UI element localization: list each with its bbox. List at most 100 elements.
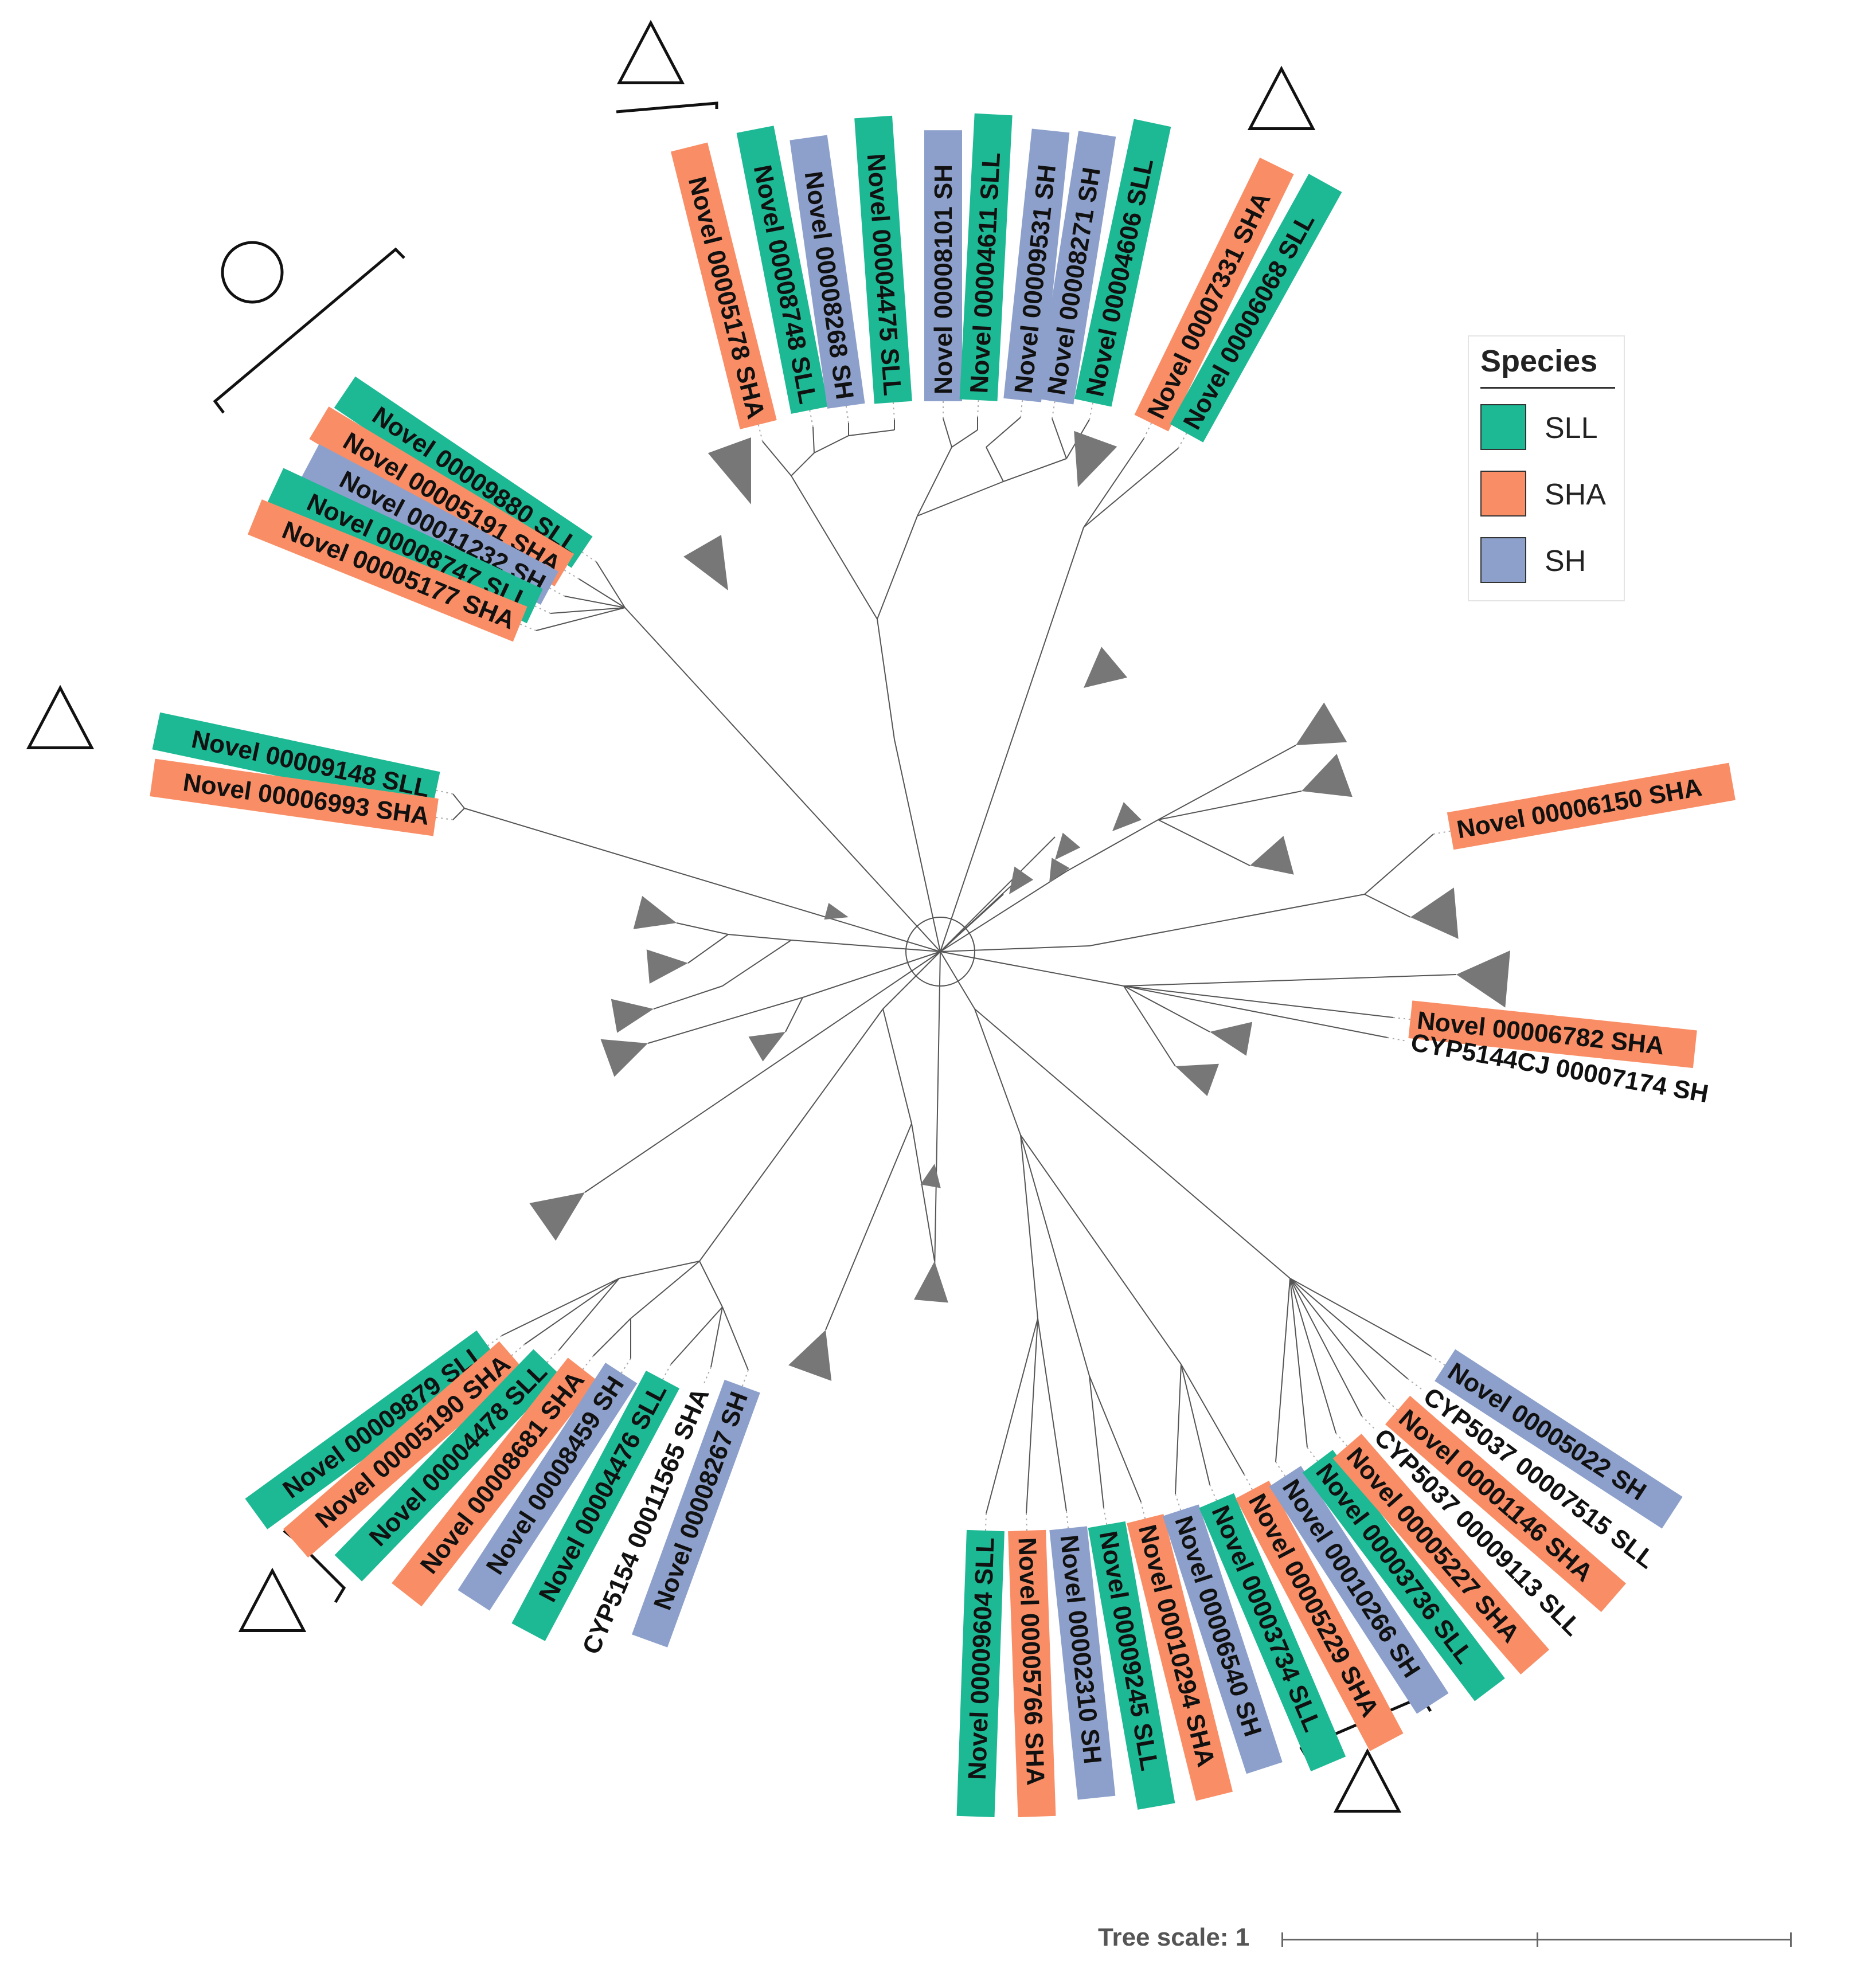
tree-branch (624, 607, 941, 952)
leaf-connector (1175, 1493, 1182, 1511)
leaf-connector (1026, 1513, 1028, 1531)
leaf-highlight (1385, 1395, 1627, 1613)
collapsed-clade-triangle (611, 999, 654, 1033)
leaf-connector (741, 1369, 749, 1387)
tree-branch (564, 596, 626, 608)
leaf-highlight (334, 376, 593, 568)
tree-branch (940, 951, 1124, 987)
collapsed-clade-triangle (600, 1039, 648, 1077)
leaf-highlight (924, 130, 962, 401)
leaf-highlight (511, 1370, 680, 1641)
leaf-connector (1275, 1461, 1286, 1477)
leaf-connector (511, 1344, 525, 1356)
leaf-label: Novel 00009604 SLL (956, 1529, 1005, 1818)
tree-branch (812, 426, 815, 453)
tree-branch (647, 997, 803, 1044)
collapsed-clade-triangle (1049, 858, 1070, 883)
leaf-connector (546, 1349, 560, 1363)
leaf-connector (1089, 402, 1094, 420)
leaf-highlight (736, 126, 828, 414)
leaf-highlight (1074, 119, 1171, 407)
collapsed-clade-triangle (1084, 647, 1128, 688)
leaf-connector (892, 402, 895, 420)
clade-bracket (213, 247, 405, 414)
leaf-highlight (632, 1379, 760, 1648)
tree-branch (791, 452, 815, 476)
tree-branch (802, 951, 941, 998)
legend-title: Species (1480, 344, 1598, 378)
tree-branch (1158, 819, 1250, 866)
tree-branch (1020, 1134, 1038, 1319)
leaf-connector (845, 406, 849, 424)
tree-branch (630, 1261, 700, 1319)
tree-branch (550, 607, 626, 614)
leaf-highlight (1332, 1433, 1550, 1675)
leaf-highlight (267, 468, 543, 624)
triangle-marker (1333, 1748, 1402, 1813)
species-legend: Species SLL SHA SH (1468, 335, 1625, 601)
tree-branch (791, 475, 878, 620)
leaf-connector (1140, 1501, 1146, 1519)
leaf-highlight (790, 135, 865, 409)
tree-branch (940, 945, 1090, 952)
leaf-connector (977, 400, 979, 418)
tree-branch (1289, 1278, 1308, 1448)
leaf-highlight (1269, 1466, 1449, 1714)
tree-branch (1181, 1364, 1210, 1485)
leaf-label: Novel 00004611 SLL (959, 113, 1013, 401)
tree-branch (791, 940, 941, 952)
leaf-connector (1393, 1017, 1410, 1020)
tree-branch (934, 951, 941, 1273)
leaf-highlight (309, 406, 574, 586)
tree-branch (917, 481, 1004, 517)
leaf-connector (1384, 1398, 1398, 1411)
tree-branch (1181, 1364, 1245, 1475)
tree-branch (536, 607, 626, 631)
tree-branch (1020, 1134, 1182, 1365)
tree-branch (676, 922, 729, 935)
tree-branch (1089, 1375, 1142, 1502)
leaf-connector (1244, 1474, 1253, 1490)
tree-branch (1037, 1318, 1067, 1512)
tree-branch (917, 447, 952, 517)
leaf-highlight (956, 1529, 1005, 1818)
tree-branch (940, 527, 1084, 952)
tree-branch (593, 1318, 631, 1356)
leaf-highlight (1435, 1349, 1683, 1529)
tree-branch (1066, 819, 1159, 872)
leaf-connector (1430, 1355, 1445, 1366)
leaf-highlight (854, 115, 912, 404)
leaf-highlight (247, 499, 527, 642)
tree-branch (1089, 1375, 1104, 1508)
collapsed-clade-triangle (748, 1032, 785, 1062)
tree-branch (1123, 985, 1210, 1032)
leaf-highlight (1302, 1450, 1505, 1701)
tree-branch (1364, 894, 1411, 918)
leaf-connector (1143, 422, 1152, 439)
collapsed-clade-triangle (1112, 802, 1142, 831)
tree-branch (1158, 745, 1296, 820)
clade-bracket (616, 101, 718, 114)
tree-branch (882, 1008, 912, 1124)
tree-branch (848, 429, 895, 436)
leaf-connector (1361, 1415, 1374, 1429)
tree-branch (940, 871, 1067, 952)
tree-branch (579, 578, 626, 608)
leaf-highlight (959, 113, 1013, 401)
legend-item-sll: SLL (1480, 404, 1618, 450)
tree-branch (986, 1318, 1038, 1514)
leaf-connector (436, 816, 454, 820)
leaf-highlight (670, 142, 777, 429)
collapsed-clade-triangle (1302, 754, 1353, 797)
tree-branch (670, 1306, 723, 1365)
tree-branch (1175, 1364, 1182, 1494)
collapsed-clade-triangle (708, 437, 751, 504)
collapsed-clade-triangle (1055, 832, 1081, 860)
leaf-highlight (334, 1349, 561, 1582)
collapsed-clade-triangle (683, 535, 728, 590)
leaf-connector (620, 1358, 631, 1374)
leaf-connector (1307, 1447, 1318, 1462)
leaf-highlight (1003, 128, 1070, 402)
leaf-connector (1103, 1507, 1108, 1525)
tree-branch (699, 1008, 884, 1262)
